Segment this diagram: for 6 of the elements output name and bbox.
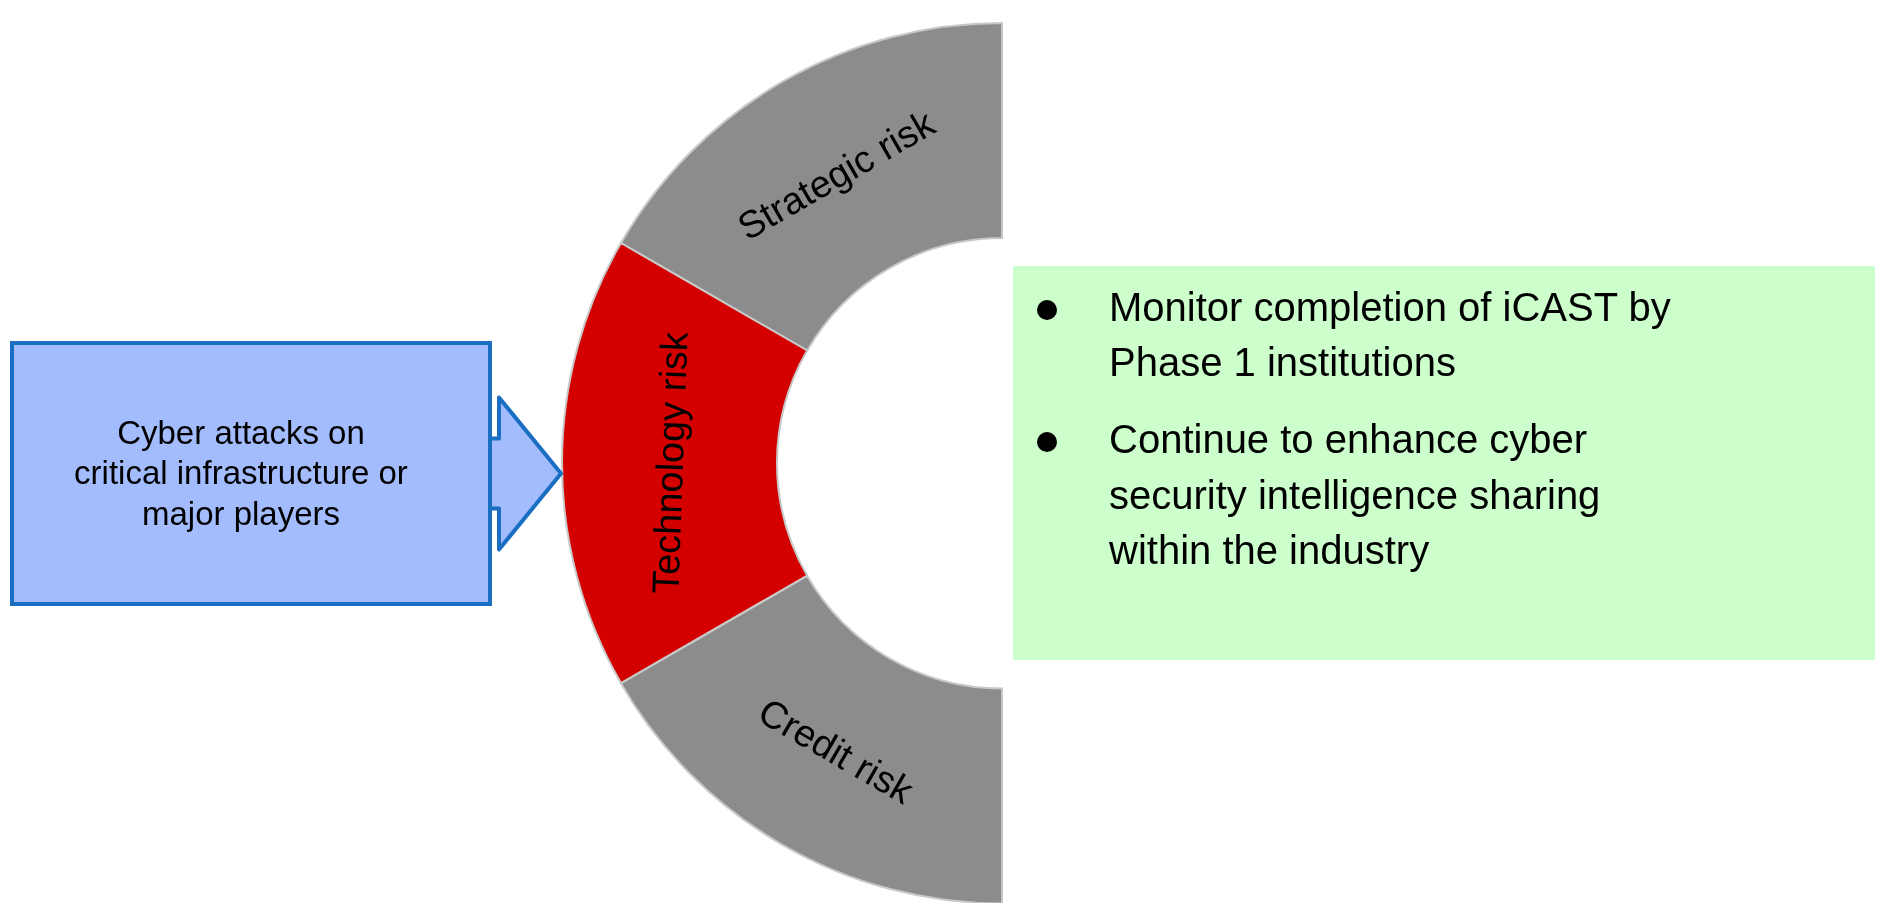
note-panel bbox=[1013, 266, 1875, 660]
bullet-text: Monitor completion of iCAST by Phase 1 institutions bbox=[1109, 284, 1672, 387]
callout-box bbox=[10, 341, 492, 606]
callout-text: Cyber attacks on critical infrastructure or major players bbox=[73, 413, 409, 534]
segment-label: Technology risk bbox=[645, 331, 694, 595]
bullet-text: Continue to enhance cyber security intelligence sharing within the industry bbox=[1109, 416, 1602, 574]
